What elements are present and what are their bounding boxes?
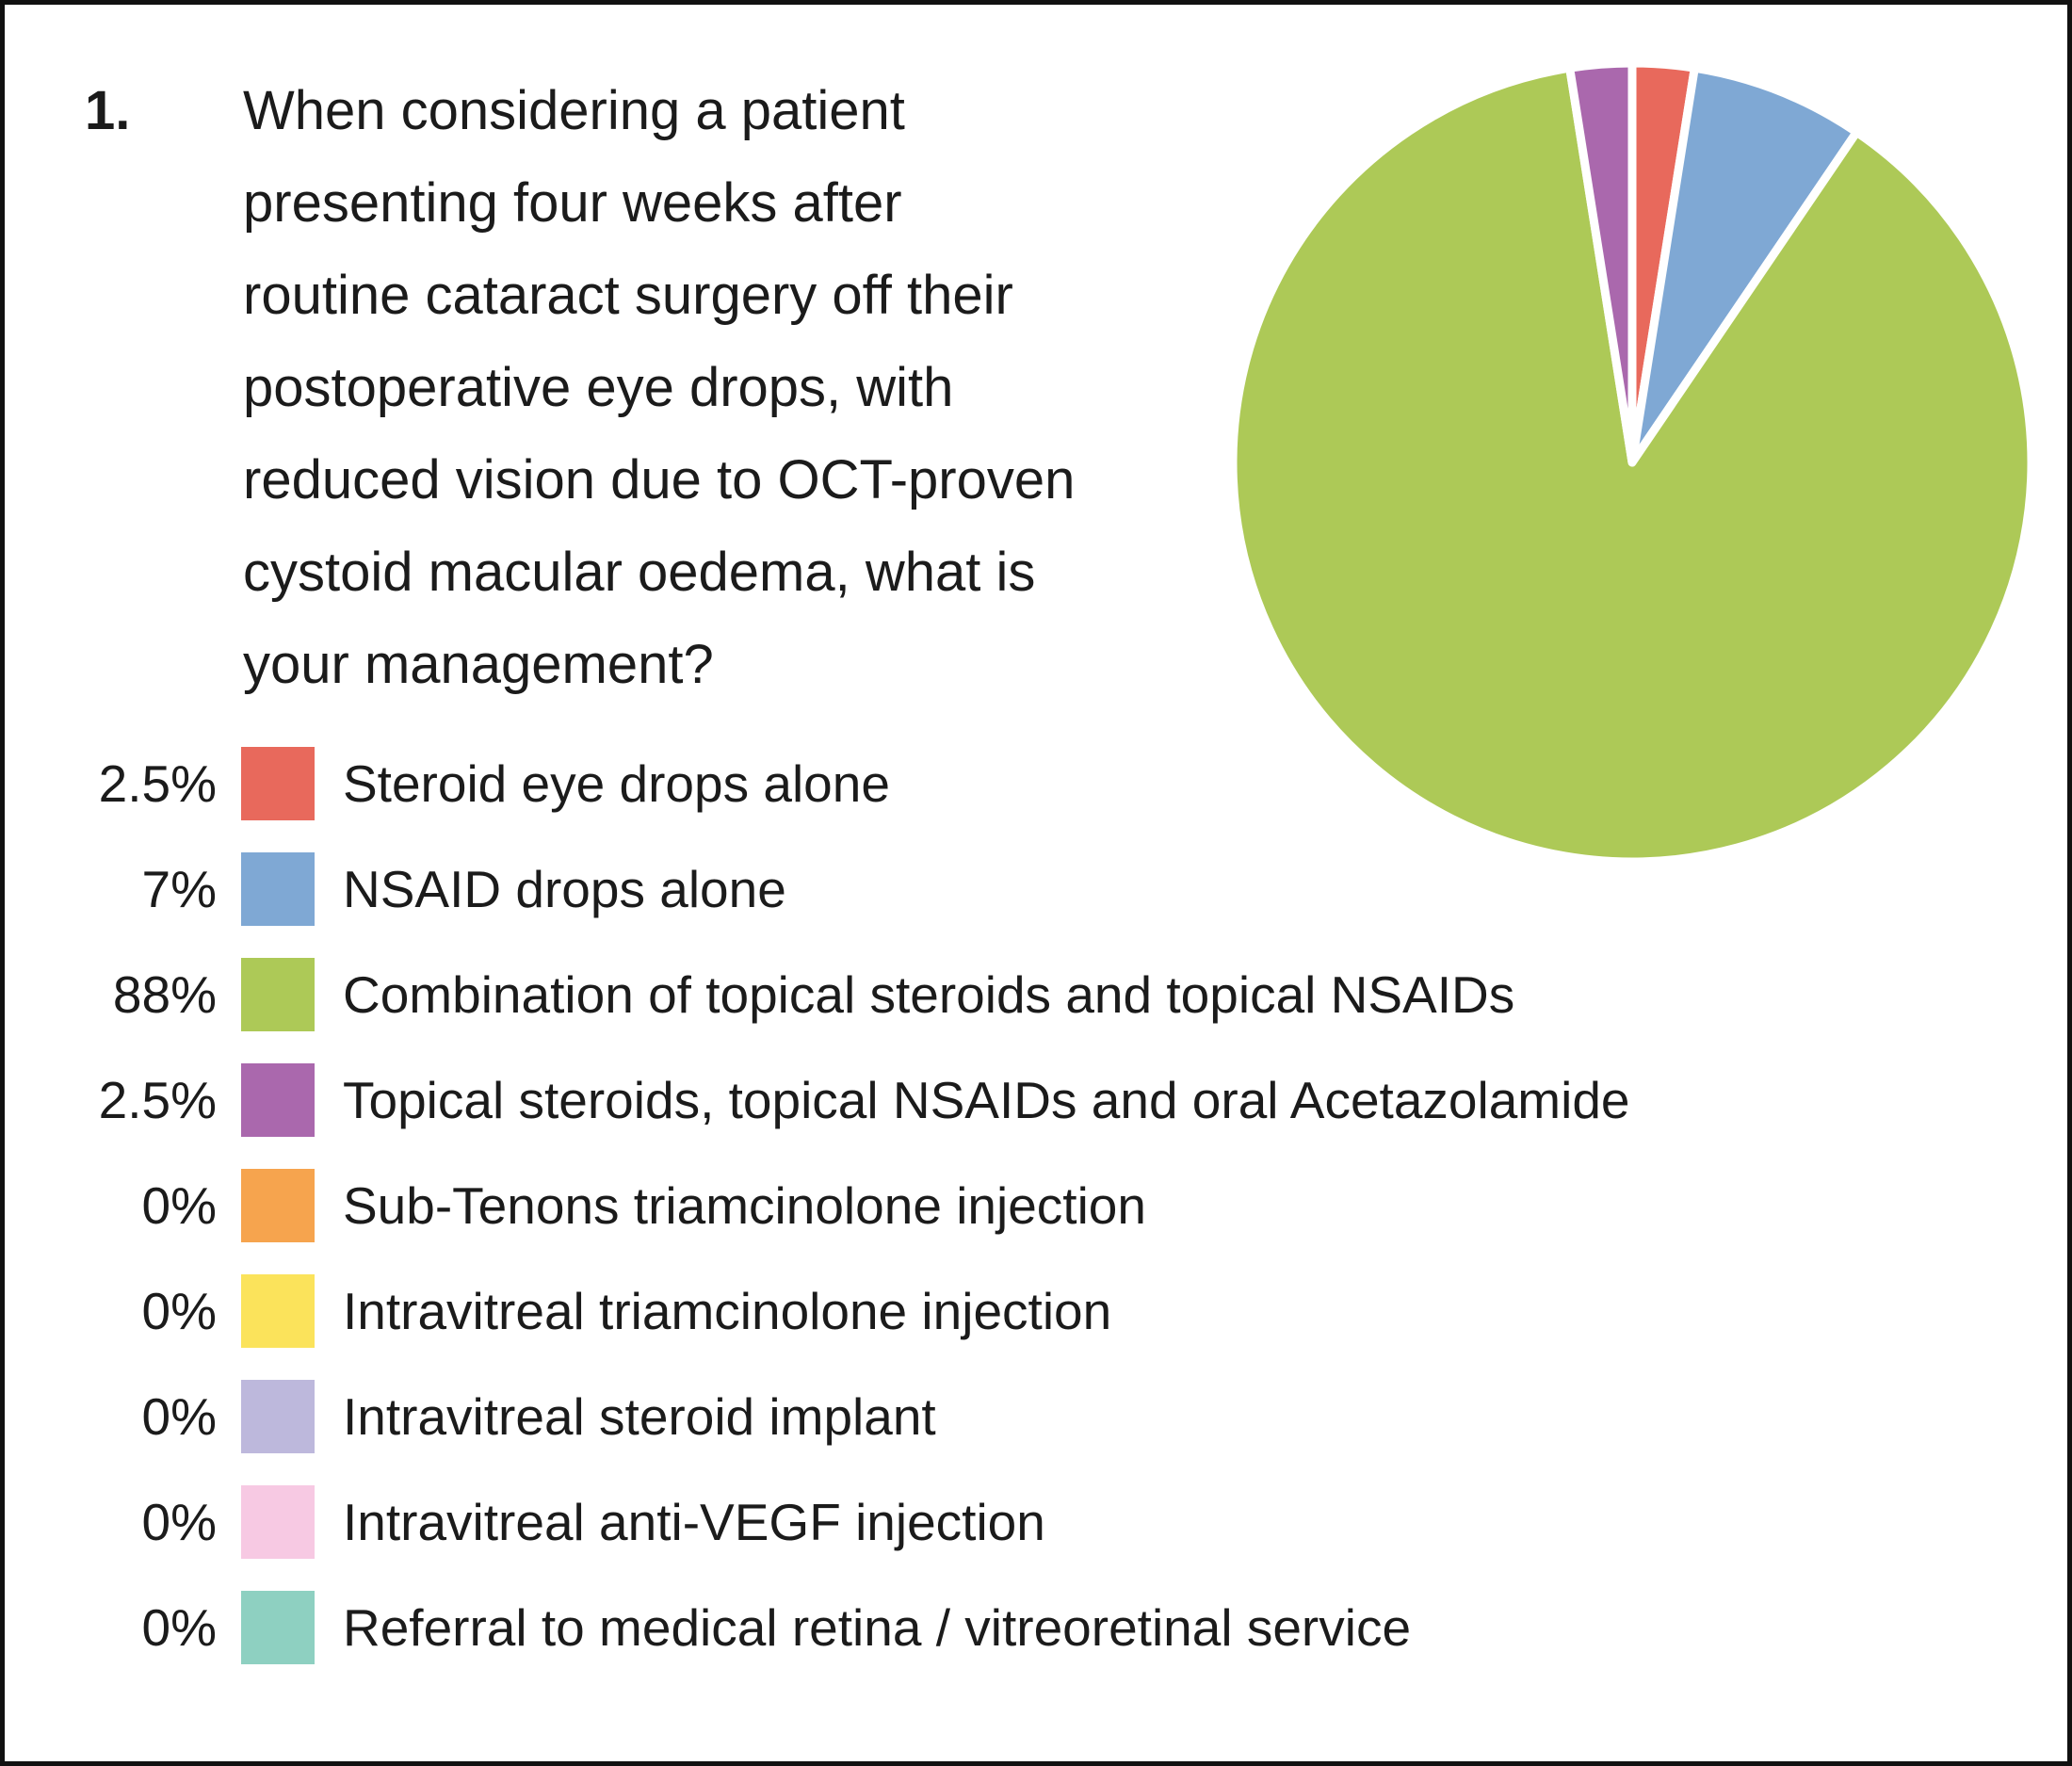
legend-percent: 0% bbox=[141, 1387, 218, 1446]
legend-label: Intravitreal anti-VEGF injection bbox=[343, 1493, 1045, 1551]
chart-legend: 2.5% Steroid eye drops alone 7% NSAID dr… bbox=[58, 731, 1630, 1680]
legend-label: Topical steroids, topical NSAIDs and ora… bbox=[343, 1071, 1630, 1129]
legend-percent: 7% bbox=[141, 860, 218, 918]
legend-swatch bbox=[241, 1591, 315, 1664]
legend-row: 88% Combination of topical steroids and … bbox=[58, 942, 1630, 1047]
pie-slice bbox=[1627, 63, 1861, 467]
question-text-line: postoperative eye drops, with bbox=[243, 357, 954, 418]
legend-swatch bbox=[241, 1274, 315, 1348]
legend-row: 2.5% Topical steroids, topical NSAIDs an… bbox=[58, 1047, 1630, 1153]
legend-row: 0% Referral to medical retina / vitreore… bbox=[58, 1575, 1630, 1680]
legend-label: Steroid eye drops alone bbox=[343, 754, 890, 813]
legend-label: Intravitreal steroid implant bbox=[343, 1387, 936, 1446]
pie-slice bbox=[1565, 58, 1637, 467]
legend-percent: 0% bbox=[141, 1176, 218, 1235]
legend-swatch bbox=[241, 958, 315, 1031]
legend-row: 0% Intravitreal triamcinolone injection bbox=[58, 1258, 1630, 1364]
legend-percent: 88% bbox=[112, 965, 217, 1024]
question-number: 1. bbox=[85, 80, 131, 141]
question-text-line: your management? bbox=[243, 634, 714, 695]
legend-percent: 2.5% bbox=[98, 1071, 217, 1129]
legend-swatch bbox=[241, 747, 315, 820]
legend-label: Combination of topical steroids and topi… bbox=[343, 965, 1515, 1024]
question-text-line: reduced vision due to OCT-proven bbox=[243, 449, 1076, 510]
legend-percent: 2.5% bbox=[98, 754, 217, 813]
legend-row: 2.5% Steroid eye drops alone bbox=[58, 731, 1630, 836]
legend-row: 0% Sub-Tenons triamcinolone injection bbox=[58, 1153, 1630, 1258]
legend-swatch bbox=[241, 1063, 315, 1137]
legend-label: Sub-Tenons triamcinolone injection bbox=[343, 1176, 1146, 1235]
legend-swatch bbox=[241, 1169, 315, 1242]
legend-row: 0% Intravitreal steroid implant bbox=[58, 1364, 1630, 1469]
question-text: When considering a patient presenting fo… bbox=[243, 65, 1241, 711]
question-text-line: presenting four weeks after bbox=[243, 172, 902, 234]
legend-row: 0% Intravitreal anti-VEGF injection bbox=[58, 1469, 1630, 1575]
legend-percent: 0% bbox=[141, 1598, 218, 1657]
legend-label: Intravitreal triamcinolone injection bbox=[343, 1282, 1112, 1340]
question-text-line: When considering a patient bbox=[243, 80, 905, 141]
legend-row: 7% NSAID drops alone bbox=[58, 836, 1630, 942]
legend-swatch bbox=[241, 1485, 315, 1559]
legend-percent: 0% bbox=[141, 1493, 218, 1551]
legend-swatch bbox=[241, 852, 315, 926]
question-text-line: cystoid macular oedema, what is bbox=[243, 542, 1036, 603]
legend-swatch bbox=[241, 1380, 315, 1453]
pie-chart bbox=[1228, 58, 2036, 867]
question-text-line: routine cataract surgery off their bbox=[243, 265, 1013, 326]
legend-label: Referral to medical retina / vitreoretin… bbox=[343, 1598, 1412, 1657]
legend-percent: 0% bbox=[141, 1282, 218, 1340]
legend-label: NSAID drops alone bbox=[343, 860, 786, 918]
